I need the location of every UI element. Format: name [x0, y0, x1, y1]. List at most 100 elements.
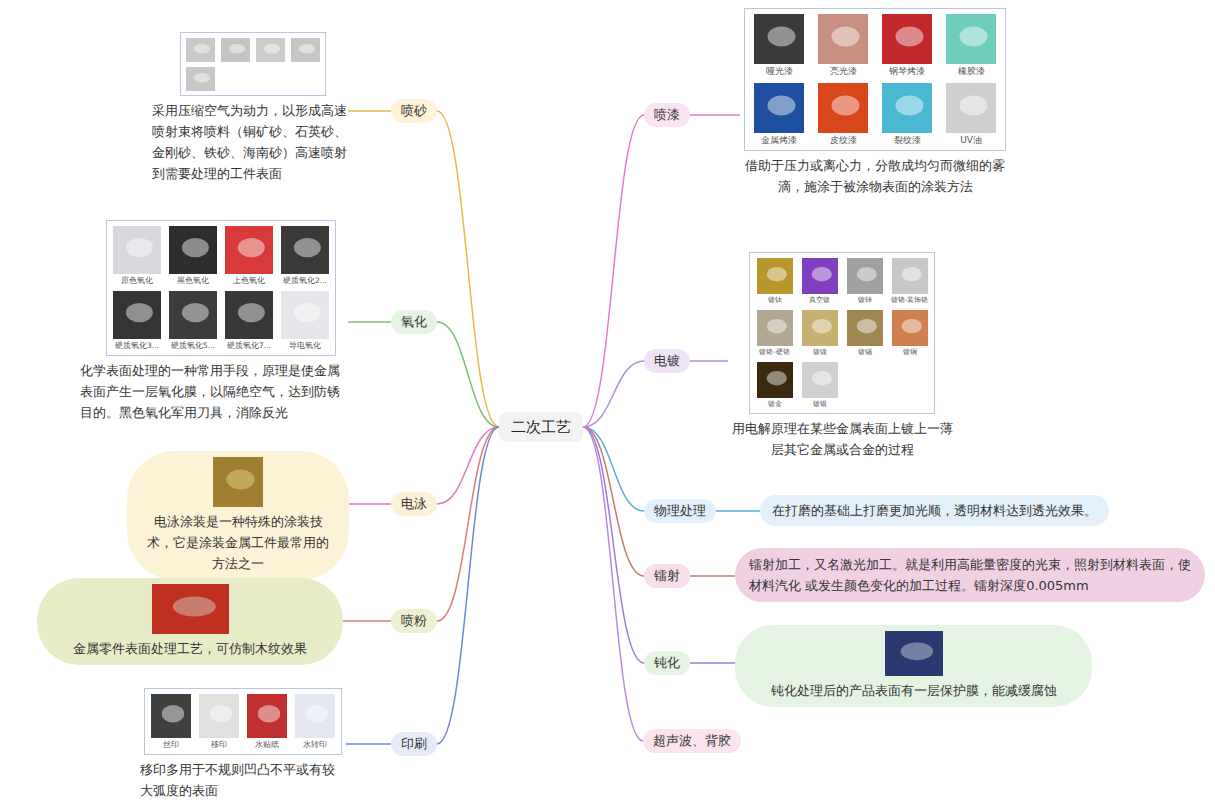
- photo-ground: [256, 38, 285, 62]
- sample-tile: [288, 35, 323, 64]
- sample-photo: [818, 14, 868, 64]
- photo-sheen: [126, 238, 153, 257]
- photo-sheen: [194, 44, 210, 54]
- photo-sheen: [896, 27, 924, 47]
- photo-sheen: [768, 95, 796, 115]
- photo-sheen: [258, 705, 280, 723]
- sample-caption: 裂纹漆: [875, 135, 939, 147]
- branch-line: [690, 662, 735, 664]
- photo-sheen: [299, 44, 315, 54]
- branch-line: [690, 114, 740, 116]
- sample-tile: 水转印: [291, 691, 339, 752]
- note-text: 采用压缩空气为动力，以形成高速喷射束将喷料（铜矿砂、石英砂、金刚砂、铁砂、海南砂…: [152, 100, 348, 184]
- photo-ground: [757, 310, 793, 346]
- photo-ground: [818, 14, 868, 64]
- note-text: 镭射加工，又名激光加工。就是利用高能量密度的光束，照射到材料表面，使材料汽化 或…: [749, 554, 1191, 596]
- sample-photo: [946, 14, 996, 64]
- photo-ground: [757, 258, 793, 294]
- sample-photo: [847, 310, 883, 346]
- sample-caption: 移印: [195, 740, 243, 750]
- photo-ground: [802, 310, 838, 346]
- photo-ground: [225, 226, 273, 274]
- photo-sheen: [162, 705, 184, 723]
- photo-ground: [281, 226, 329, 274]
- sample-photo: [151, 694, 191, 738]
- sample-caption: 钢琴烤漆: [875, 66, 939, 78]
- sample-tile: 镀钛: [752, 255, 797, 307]
- photo-sheen: [182, 238, 209, 257]
- branch-line: [716, 510, 760, 512]
- branch-topic: 氧化: [391, 310, 437, 334]
- photo-sheen: [768, 27, 796, 47]
- sample-caption: 镀银: [797, 400, 842, 409]
- sample-photo: [757, 362, 793, 398]
- sample-tile: 镀镍: [797, 307, 842, 359]
- topic-text: 二次工艺: [511, 417, 571, 437]
- sample-photo: [152, 584, 229, 634]
- sample-photo: [882, 14, 932, 64]
- sample-caption: 镀金: [752, 400, 797, 409]
- sample-tile: 镀锡: [842, 307, 887, 359]
- sample-caption: 亮光漆: [811, 66, 875, 78]
- branch-line: [583, 427, 644, 663]
- note-text: 电泳涂装是一种特殊的涂装技术，它是涂装金属工件最常用的方法之一: [141, 511, 335, 574]
- sample-caption: 水转印: [291, 740, 339, 750]
- sample-photo: [754, 14, 804, 64]
- photo-ground: [892, 258, 928, 294]
- branch-line: [583, 427, 644, 576]
- photo-sheen: [194, 73, 210, 83]
- sample-photo: [247, 694, 287, 738]
- branch-topic: 印刷: [391, 732, 437, 756]
- sample-photo: [946, 83, 996, 133]
- photo-ground: [847, 310, 883, 346]
- sample-caption: 皮纹漆: [811, 135, 875, 147]
- sample-tile: 亮光漆: [811, 11, 875, 80]
- photo-ground: [754, 83, 804, 133]
- branch-topic: 电镀: [644, 349, 690, 373]
- topic-text: 喷漆: [654, 106, 680, 124]
- topic-text: 超声波、背胶: [653, 732, 731, 750]
- sample-photo: [892, 258, 928, 294]
- photo-ground: [818, 83, 868, 133]
- sample-photo: [802, 310, 838, 346]
- sample-caption: 硬质氧化2...: [277, 276, 333, 286]
- sample-photo: [281, 291, 329, 339]
- sample-tile: [218, 35, 253, 64]
- photo-sheen: [900, 642, 932, 660]
- branch-line: [343, 620, 391, 622]
- sample-tile: 导电氧化: [277, 288, 333, 353]
- sample-tile: 镀铬-硬铬: [752, 307, 797, 359]
- sample-caption: 丝印: [147, 740, 195, 750]
- topic-note: 镭射加工，又名激光加工。就是利用高能量密度的光束，照射到材料表面，使材料汽化 或…: [735, 548, 1205, 602]
- photo-sheen: [896, 95, 924, 115]
- photo-ground: [221, 38, 250, 62]
- branch-line: [437, 111, 499, 427]
- photo-sheen: [294, 238, 321, 257]
- sample-tile: 镀银: [797, 359, 842, 411]
- note-text: 移印多用于不规则凹凸不平或有较大弧度的表面: [140, 759, 346, 801]
- photo-sheen: [229, 44, 245, 54]
- sample-caption: 原色氧化: [109, 276, 165, 286]
- sample-caption: UV油: [939, 135, 1003, 147]
- sample-photo: [892, 310, 928, 346]
- photo-sheen: [832, 27, 860, 47]
- topic-note: 电泳涂装是一种特殊的涂装技术，它是涂装金属工件最常用的方法之一: [127, 451, 349, 580]
- sample-photo: [169, 226, 217, 274]
- sample-tile: 黑色氧化: [165, 223, 221, 288]
- topic-text: 电镀: [654, 352, 680, 370]
- note-text: 在打磨的基础上打磨更加光顺，透明材料达到透光效果。: [772, 500, 1097, 521]
- branch-topic: 钝化: [644, 651, 690, 675]
- sample-caption: 黑色氧化: [165, 276, 221, 286]
- topic-note: 哑光漆亮光漆钢琴烤漆橡胶漆金属烤漆皮纹漆裂纹漆UV油借助于压力或离心力，分散成均…: [740, 8, 1010, 197]
- photo-ground: [946, 83, 996, 133]
- branch-line: [583, 427, 643, 741]
- photo-sheen: [227, 470, 255, 490]
- topic-note: 在打磨的基础上打磨更加光顺，透明材料达到透光效果。: [760, 495, 1109, 526]
- branch-line: [348, 110, 391, 112]
- sample-tile: 哑光漆: [747, 11, 811, 80]
- branch-topic: 超声波、背胶: [643, 729, 741, 753]
- sample-caption: 金属烤漆: [747, 135, 811, 147]
- branch-topic: 喷漆: [644, 103, 690, 127]
- sample-caption: 镀镍: [797, 348, 842, 357]
- note-text: 钝化处理后的产品表面有一层保护膜，能减缓腐蚀: [749, 680, 1078, 701]
